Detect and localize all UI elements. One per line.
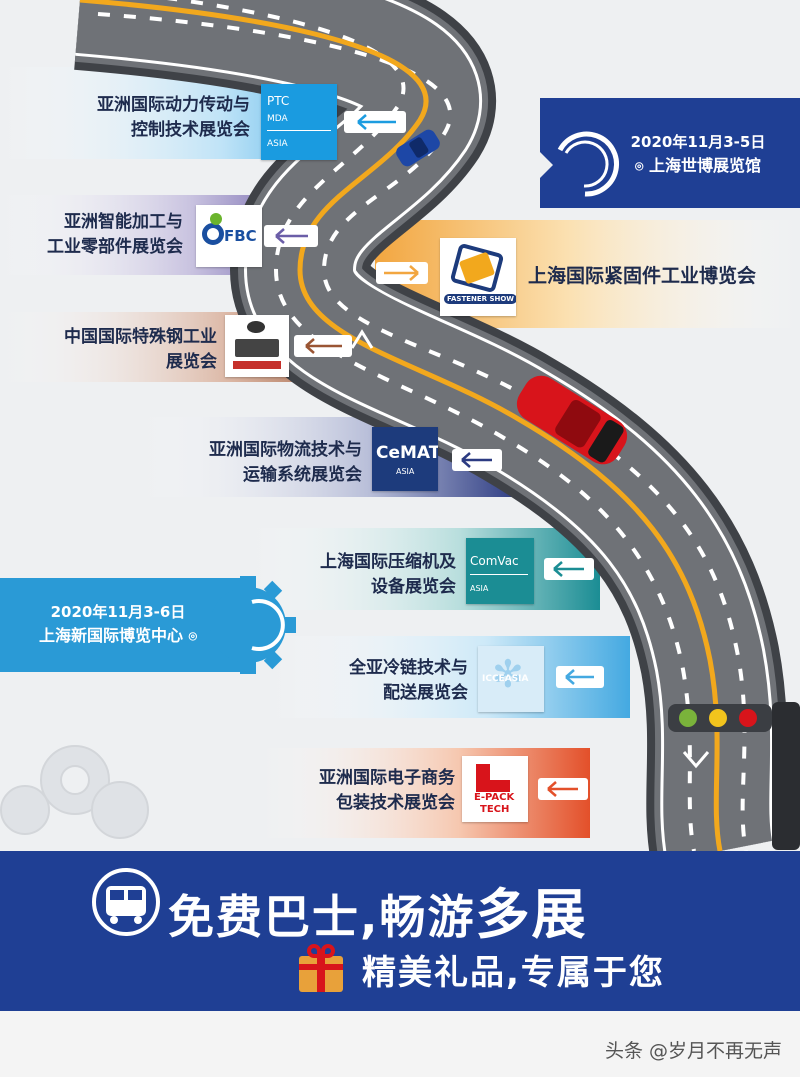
venue-1-text: 2020年11月3-5日 ⌾ 上海世博展览馆 [608,130,788,179]
exhibition-name-steel: 中国国际特殊钢工业 展览会 [64,327,217,372]
location-pin-icon: ⌾ [635,159,644,175]
venue-2-place: 上海新国际博览中心 ⌾ [39,626,197,645]
steel-emblem [247,321,265,333]
gear-icon [210,213,222,225]
bus-icon [92,868,160,936]
logo-divider [267,130,331,131]
arrow-left-icon [556,666,604,688]
exhibition-name-fastener: 上海国际紧固件工业博览会 [528,265,757,287]
car-icon [516,375,628,465]
steel-wordmark [235,339,279,357]
arrow-left-icon [264,225,318,247]
arrow-up-icon [350,329,374,349]
venue-card-2 [0,576,296,674]
arrow-left-icon [538,778,588,800]
exhibition-name-icce: 全亚冷链技术与 配送展览会 [349,658,468,703]
arrow-right-icon [376,262,428,284]
logo-steel [225,315,289,377]
venue-1-date: 2020年11月3-5日 [630,133,766,151]
venue-2-text: 2020年11月3-6日 上海新国际博览中心 ⌾ [12,600,224,649]
gear-icon [0,745,149,839]
footer-bottom-strip [0,1011,800,1077]
car-icon [396,129,440,167]
steel-ribbon [233,361,281,369]
winding-road [74,0,790,865]
exhibition-name-ptc: 亚洲国际动力传动与 控制技术展览会 [97,95,250,140]
slogan-gift: 精美礼品,专属于您 [362,953,665,993]
venue-1-place: ⌾ 上海世博展览馆 [635,156,761,175]
exhibition-name-fbc: 亚洲智能加工与 工业零部件展览会 [47,212,183,257]
watermark: 头条 @岁月不再无声 [604,1040,782,1062]
logo-divider [470,574,528,575]
logo-comvac: ComVac ASIA [466,538,534,604]
logo-epack: E-PACK TECH [462,756,528,822]
logo-fastener: FASTENER SHOW [440,238,516,316]
logo-fbc: FBC [196,205,262,267]
venue-card-1 [540,98,800,208]
arrow-left-icon [544,558,594,580]
band-comvac [250,528,600,610]
exhibition-name-cemat: 亚洲国际物流技术与 运输系统展览会 [209,440,362,485]
venue-2-date: 2020年11月3-6日 [50,603,186,621]
exhibition-name-epack: 亚洲国际电子商务 包装技术展览会 [319,768,455,813]
slogan-free-bus: 免费巴士,畅游多展 [168,883,588,946]
exhibition-name-comvac: 上海国际压缩机及 设备展览会 [320,552,456,597]
arrow-left-icon [294,335,352,357]
location-pin-icon: ⌾ [188,629,197,645]
arrow-down-icon [682,751,710,769]
band-epack [260,748,590,838]
epack-cutout [490,764,510,780]
gear-icon [202,223,224,245]
logo-cemat: CeMAT ASIA [372,427,438,491]
gift-icon [295,942,347,994]
arrow-left-icon [452,449,502,471]
logo-icce: ✻ ICCEASIA [478,646,544,712]
traffic-light-icon [668,702,800,850]
snowflake-icon: ✻ [492,652,524,696]
arrow-left-icon [344,111,406,133]
gear-icon [240,576,296,674]
logo-ptc: PTC MDA ASIA [261,84,337,160]
